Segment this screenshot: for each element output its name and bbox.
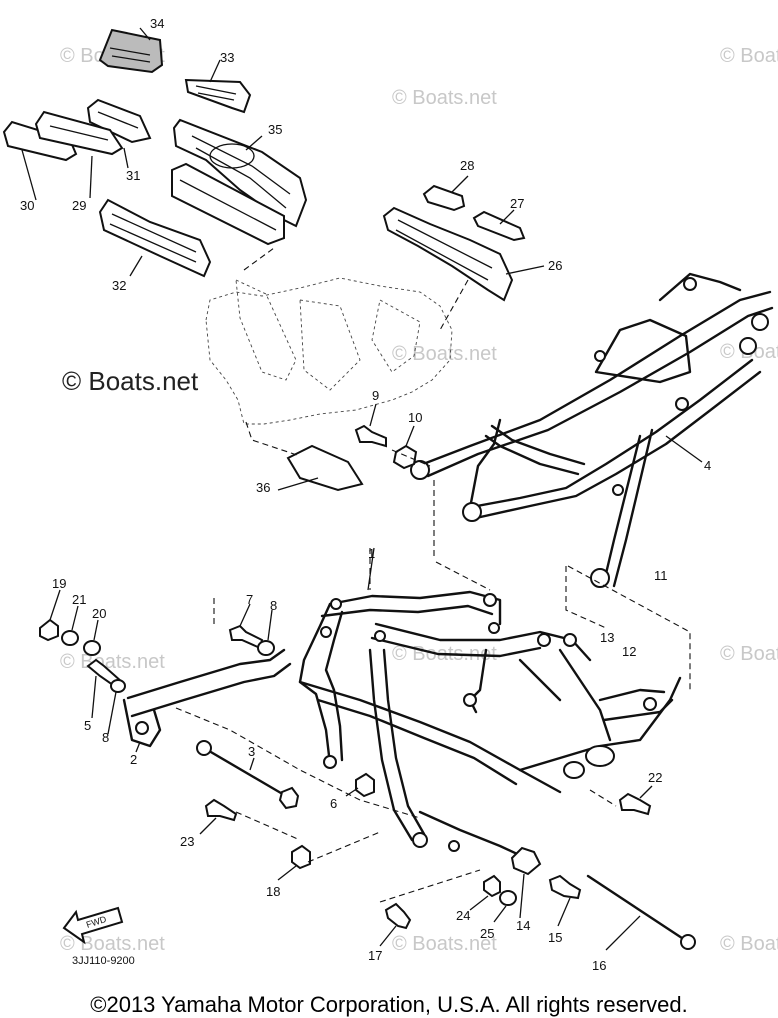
copyright-notice: ©2013 Yamaha Motor Corporation, U.S.A. A… (90, 992, 688, 1017)
part-17-bolt (384, 902, 412, 930)
part-33-cover (184, 78, 252, 114)
part-8-collar (257, 640, 275, 656)
callout-1: 1 (368, 546, 375, 561)
part-34-cover (98, 28, 164, 74)
callout-14: 14 (516, 918, 530, 933)
callout-26: 26 (548, 258, 562, 273)
watermark: © Boats.net (392, 933, 497, 955)
callout-25: 25 (480, 926, 494, 941)
callout-34: 34 (150, 16, 164, 31)
part-19-nut (39, 618, 59, 642)
callout-36: 36 (256, 480, 270, 495)
callout-21: 21 (72, 592, 86, 607)
callout-15: 15 (548, 930, 562, 945)
callout-8b: 8 (102, 730, 109, 745)
callout-18: 18 (266, 884, 280, 899)
part-32-cover (98, 198, 212, 278)
callouts: 34 33 35 31 30 29 32 28 27 26 9 10 36 4 … (20, 16, 711, 973)
part-14-bracket (510, 846, 542, 876)
callout-19: 19 (52, 576, 66, 591)
lower-hardware (196, 740, 696, 951)
part-2-engine-mount (39, 589, 421, 819)
part-23-bolt (204, 798, 238, 822)
cover-group-right (382, 175, 545, 331)
callout-3: 3 (248, 744, 255, 759)
drawing-code: 3JJ110-9200 (72, 955, 135, 967)
watermark: © Boats.net (720, 643, 778, 665)
part-36-pad (286, 444, 364, 492)
callout-28: 28 (460, 158, 474, 173)
part-8-collar (110, 679, 126, 693)
callout-13: 13 (600, 630, 614, 645)
callout-8: 8 (270, 598, 277, 613)
part-6-nut (355, 772, 375, 798)
part-20-washer (83, 640, 101, 656)
callout-11: 11 (654, 568, 668, 583)
part-7-bolt (228, 624, 264, 650)
callout-35: 35 (268, 122, 282, 137)
engine-outline (205, 247, 453, 425)
part-21-washer (61, 630, 79, 646)
callout-7: 7 (246, 592, 253, 607)
callout-29: 29 (72, 198, 86, 213)
callout-17: 17 (368, 948, 382, 963)
watermarks: © Boats.net © Boats.net © Boats.net © Bo… (60, 45, 778, 955)
callout-27: 27 (510, 196, 524, 211)
callout-20: 20 (92, 606, 106, 621)
callout-22: 22 (648, 770, 662, 785)
callout-10: 10 (408, 410, 422, 425)
callout-16: 16 (592, 958, 606, 973)
callout-2: 2 (130, 752, 137, 767)
callout-12: 12 (622, 644, 636, 659)
watermark: © Boats.net (60, 933, 165, 955)
part-26-cover (382, 206, 514, 302)
watermark-large: © Boats.net (62, 366, 199, 396)
part-10-nut (392, 444, 418, 470)
part-24-nut (483, 874, 501, 898)
part-22-bolt (618, 792, 652, 816)
watermark: © Boats.net (720, 933, 778, 955)
watermark: © Boats.net (720, 45, 778, 67)
callout-5: 5 (84, 718, 91, 733)
part-18-nut (291, 844, 311, 870)
part-9-bolt (354, 424, 387, 448)
callout-31: 31 (126, 168, 140, 183)
part-35-plate (171, 162, 285, 246)
cover-group-upper (2, 27, 308, 278)
callout-30: 30 (20, 198, 34, 213)
part-27-grommet (472, 210, 526, 242)
part-3-bolt (202, 746, 288, 798)
callout-32: 32 (112, 278, 126, 293)
callout-4: 4 (704, 458, 711, 473)
part-25-washer (499, 890, 517, 906)
callout-6: 6 (330, 796, 337, 811)
fwd-arrow-icon: FWD (62, 906, 124, 945)
callout-23: 23 (180, 834, 194, 849)
callout-9: 9 (372, 388, 379, 403)
part-28-grommet (422, 184, 466, 212)
upper-hardware (245, 403, 435, 590)
watermark: © Boats.net (392, 87, 497, 109)
part-4-rear-frame (410, 272, 774, 588)
watermark: © Boats.net (60, 651, 165, 673)
part-3-nut (278, 786, 300, 810)
callout-24: 24 (456, 908, 470, 923)
watermark: © Boats.net (392, 343, 497, 365)
part-15-bolt (548, 874, 582, 900)
callout-33: 33 (220, 50, 234, 65)
part-16-bolt (586, 874, 690, 944)
part-30-cover (2, 120, 78, 162)
part-1-main-frame (298, 547, 691, 862)
